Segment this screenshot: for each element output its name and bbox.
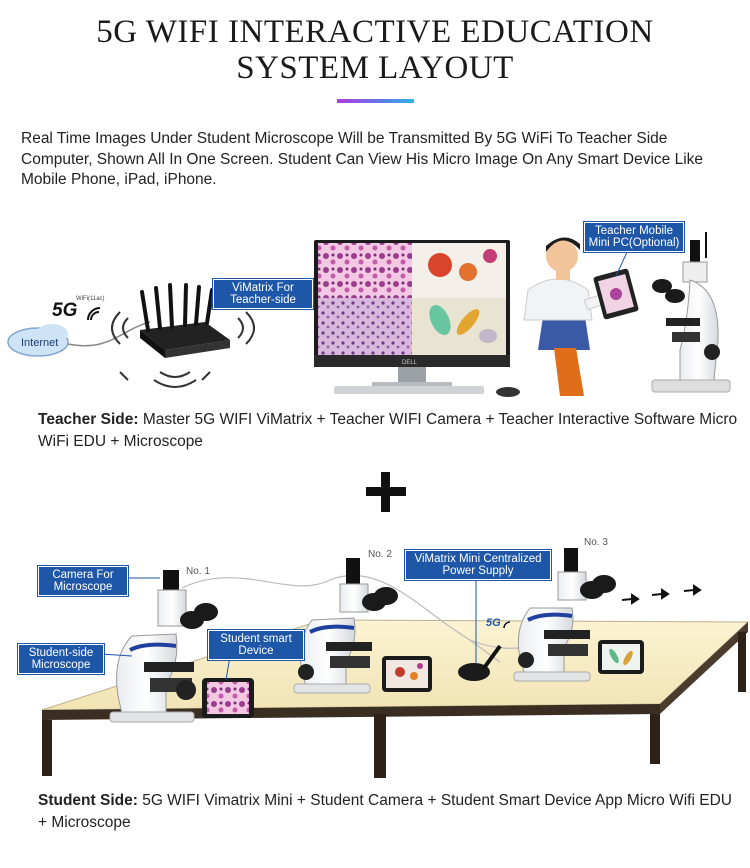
vimatrix-router-icon xyxy=(111,283,255,388)
svg-text:DELL: DELL xyxy=(402,360,418,366)
power-supply-label: ViMatrix Mini Centralized Power Supply xyxy=(405,550,551,580)
teacher-side-caption: Teacher Side: Master 5G WIFI ViMatrix + … xyxy=(38,409,738,453)
intro-text: Real Time Images Under Student Microscop… xyxy=(21,130,704,188)
power-supply-hub-icon: 5G xyxy=(458,617,511,681)
teacher-monitor-icon: DELL xyxy=(314,240,520,397)
internet-label: Internet xyxy=(21,337,58,349)
microscope-no-3-label: No. 3 xyxy=(584,537,608,548)
teacher-side-caption-text: Master 5G WIFI ViMatrix + Teacher WIFI C… xyxy=(38,411,738,450)
student-tablet-3-icon xyxy=(598,640,644,674)
camera-for-microscope-label: Camera For Microscope xyxy=(38,566,128,596)
student-microscope-1-icon xyxy=(109,570,218,723)
title-line-1: 5G WIFI INTERACTIVE EDUCATION xyxy=(96,14,654,50)
internet-cloud-icon xyxy=(7,324,69,357)
page-title: 5G WIFI INTERACTIVE EDUCATION SYSTEM LAY… xyxy=(0,14,750,86)
title-accent-bar xyxy=(337,99,414,103)
student-tablet-2-icon xyxy=(382,656,432,692)
5g-wifi-logo-icon: 5G WiFi(11ac) xyxy=(52,296,105,321)
title-line-2: SYSTEM LAYOUT xyxy=(236,50,514,86)
teacher-tablet-icon xyxy=(593,268,639,320)
student-side-caption-text: 5G WIFI Vimatrix Mini + Student Camera +… xyxy=(38,792,732,831)
student-side-caption: Student Side: 5G WIFI Vimatrix Mini + St… xyxy=(38,790,738,834)
teacher-side-caption-title: Teacher Side: xyxy=(38,411,139,428)
teacher-mobile-label: Teacher Mobile Mini PC(Optional) xyxy=(584,222,684,252)
student-smart-device-label: Student smart Device xyxy=(208,630,304,660)
teacher-microscope-icon xyxy=(651,232,731,393)
svg-text:WiFi(11ac): WiFi(11ac) xyxy=(76,296,105,302)
plus-icon xyxy=(364,470,408,514)
svg-text:5G: 5G xyxy=(486,617,501,629)
svg-text:5G: 5G xyxy=(52,300,78,321)
microscope-no-1-label: No. 1 xyxy=(186,566,210,577)
student-microscope-3-icon xyxy=(513,548,616,682)
vimatrix-teacher-label: ViMatrix For Teacher-side xyxy=(213,279,313,309)
student-microscope-2-icon xyxy=(293,558,398,694)
student-tablet-1-icon xyxy=(202,678,254,718)
continuation-arrows-icon xyxy=(621,584,702,605)
student-side-caption-title: Student Side: xyxy=(38,792,138,809)
student-microscope-label: Student-side Microscope xyxy=(18,644,104,674)
teacher-person-icon xyxy=(523,237,615,396)
microscope-no-2-label: No. 2 xyxy=(368,549,392,560)
